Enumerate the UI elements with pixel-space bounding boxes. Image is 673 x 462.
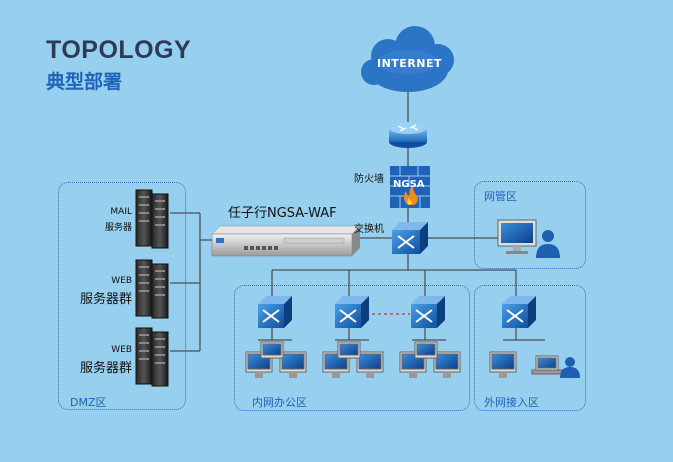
firewall-icon bbox=[390, 166, 430, 208]
internet-label: INTERNET bbox=[377, 57, 443, 70]
firewall-badge: NGSA bbox=[393, 179, 425, 190]
office-pc-icon bbox=[245, 341, 307, 373]
external-zone bbox=[474, 285, 586, 411]
page-subtitle: 典型部署 bbox=[46, 71, 123, 93]
web-server-label-2b: 服务器群 bbox=[79, 361, 132, 376]
remote-user-icon bbox=[560, 357, 580, 378]
router-icon bbox=[389, 122, 427, 148]
external-pc-icon bbox=[489, 351, 563, 375]
access-switch-icon-3 bbox=[411, 296, 445, 328]
internet-cloud-icon bbox=[361, 26, 454, 92]
mgmt-zone bbox=[474, 181, 586, 269]
switch-label: 交换机 bbox=[354, 224, 384, 235]
firewall-label: 防火墙 bbox=[354, 174, 384, 185]
web-server-label-1b: 服务器群 bbox=[79, 292, 132, 307]
web-server-label-1a: WEB bbox=[111, 276, 132, 286]
access-switch-icon-2 bbox=[335, 296, 369, 328]
office-pc-icon bbox=[322, 341, 384, 373]
admin-user-icon bbox=[536, 230, 560, 258]
office-pc-icon bbox=[399, 341, 461, 373]
dmz-zone-label: DMZ区 bbox=[70, 396, 107, 409]
mail-server-label-1: MAIL bbox=[110, 207, 132, 217]
web-server-label-2a: WEB bbox=[111, 345, 132, 355]
dmz-zone bbox=[58, 182, 186, 410]
office-pcs bbox=[245, 341, 563, 375]
device-label: 任子行NGSA-WAF bbox=[228, 206, 337, 221]
access-switch-icon-4 bbox=[502, 296, 536, 328]
web-server-group-icon-2 bbox=[135, 327, 169, 387]
page-title: TOPOLOGY bbox=[46, 36, 192, 64]
mail-server-icon bbox=[135, 189, 169, 249]
external-zone-label: 外网接入区 bbox=[484, 396, 539, 409]
core-switch-icon bbox=[392, 222, 428, 254]
mgmt-zone-label: 网管区 bbox=[484, 190, 517, 203]
web-server-group-icon-1 bbox=[135, 259, 169, 319]
intranet-zone bbox=[234, 285, 470, 411]
pc-stands bbox=[255, 372, 507, 378]
ngsa-waf-device-icon bbox=[211, 225, 361, 257]
intranet-zone-label: 内网办公区 bbox=[252, 396, 307, 409]
mail-server-label-2: 服务器 bbox=[104, 223, 132, 233]
mgmt-monitor-icon bbox=[497, 219, 537, 254]
access-switch-icon-1 bbox=[258, 296, 292, 328]
